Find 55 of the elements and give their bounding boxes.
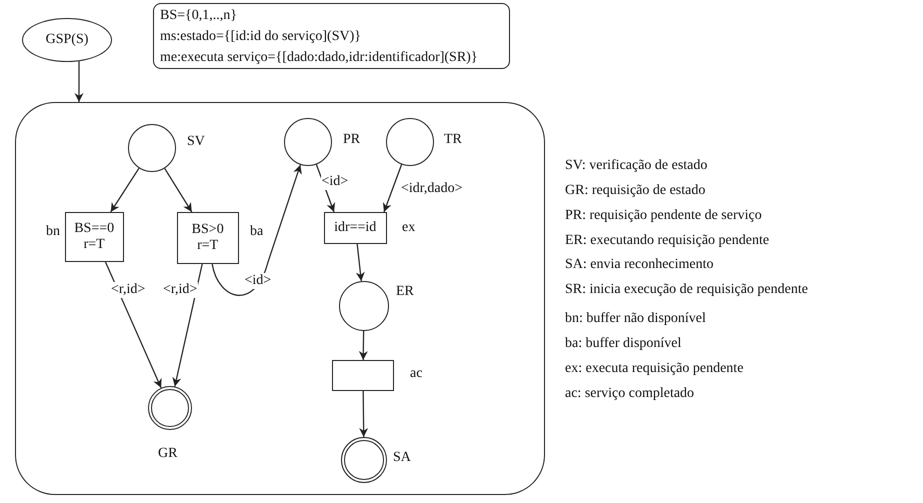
transition-box: [332, 360, 394, 391]
node-name-label: SA: [393, 450, 411, 466]
final-place-circle: [148, 386, 192, 430]
definition-text: ba: buffer disponível: [565, 336, 682, 352]
guard-text: BS==0: [74, 220, 114, 237]
guard-text: r=T: [84, 236, 105, 253]
declaration-text: ms:estado={[id:id do serviço](SV)}: [160, 28, 361, 46]
definition-text: SR: inicia execução de requisição pendente: [565, 282, 808, 298]
declaration-text: me:executa serviço={[dado:dado,idr:identificador](SR)}: [160, 48, 478, 66]
arrow: [356, 244, 365, 282]
definition-text: SA: envia reconhecimento: [565, 257, 714, 273]
transition-box: [176, 212, 239, 264]
final-place-circle: [340, 436, 387, 483]
edge-label: <idr,dado>: [400, 181, 464, 197]
arrow: [110, 168, 140, 212]
edge-label: <id>: [244, 273, 272, 289]
transition-box: [64, 212, 124, 262]
node-name-label: TR: [444, 132, 462, 148]
arrow: [74, 61, 84, 102]
arrow: [212, 164, 302, 296]
declaration-box: [153, 3, 510, 69]
node-name-label: ba: [250, 224, 264, 240]
node-name-label: PR: [343, 132, 360, 148]
node-name-label: ac: [410, 366, 422, 382]
definition-text: ac: serviço completado: [565, 386, 694, 402]
definition-text: PR: requisição pendente de serviço: [565, 208, 762, 224]
declaration-text: BS={0,1,..,n}: [160, 6, 237, 24]
node-name-label: ER: [396, 284, 414, 300]
node-name-label: ex: [402, 220, 416, 236]
edge-label: <id>: [320, 174, 350, 190]
arrow: [164, 168, 192, 212]
definition-text: bn: buffer não disponível: [565, 311, 706, 327]
definition-text: SV: verificação de estado: [565, 158, 708, 174]
place-circle: [284, 118, 332, 166]
definition-text: ex: executa requisição pendente: [565, 361, 744, 377]
arrow: [358, 331, 368, 360]
edge-label: <r,id>: [162, 282, 198, 298]
guard-text: BS>0: [192, 222, 224, 238]
arrow: [172, 264, 203, 387]
edge-label: <r,id>: [110, 282, 146, 298]
guard-text: idr==id: [334, 220, 376, 236]
node-name-label: GR: [158, 446, 178, 462]
place-circle: [386, 118, 434, 166]
place-circle: [338, 280, 389, 331]
node-label: GSP(S): [46, 32, 88, 48]
node-name-label: SV: [187, 134, 205, 150]
definition-text: ER: executando requisição pendente: [565, 233, 770, 249]
start-ellipse: [22, 18, 112, 62]
guard-text: r=T: [197, 238, 218, 254]
place-circle: [128, 124, 176, 172]
node-name-label: bn: [46, 224, 60, 240]
arrow: [382, 164, 402, 212]
transition-box: [324, 212, 387, 244]
arrow: [359, 391, 368, 437]
definition-text: GR: requisição de estado: [565, 183, 706, 199]
